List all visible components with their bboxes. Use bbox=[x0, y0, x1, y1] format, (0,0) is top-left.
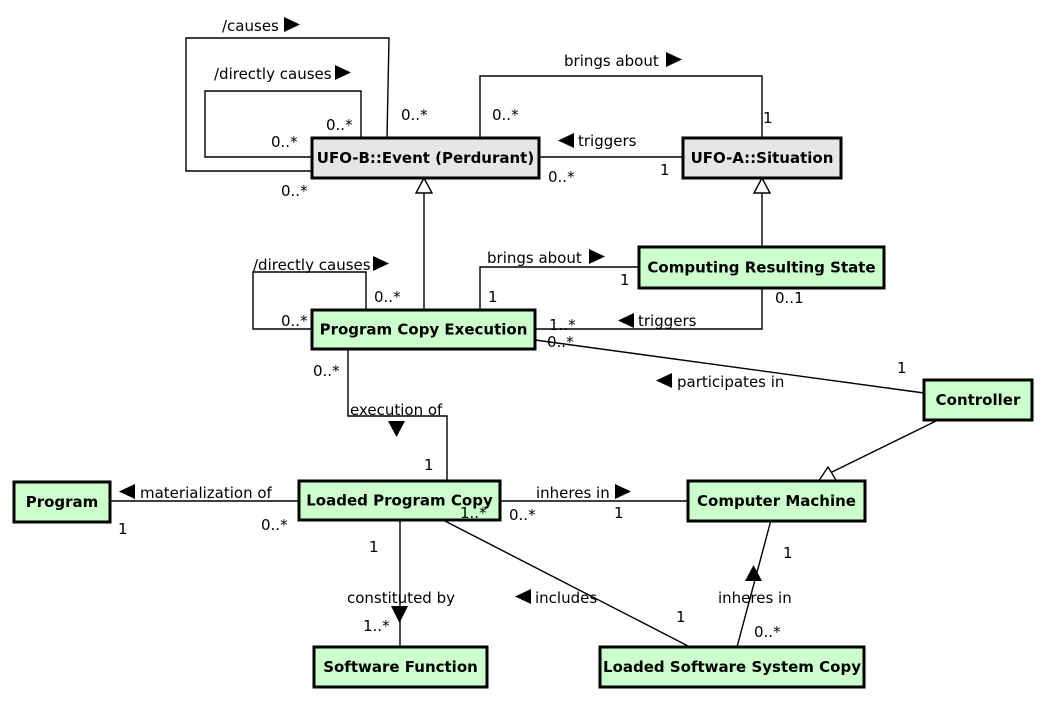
assoc-inheres-in-lpc-name: inheres in bbox=[536, 484, 610, 502]
assoc-causes-name: /causes bbox=[222, 17, 279, 35]
assoc-directly-causes-pce-mult-a: 0..* bbox=[374, 288, 401, 306]
assoc-participates-in-mult-b: 1 bbox=[897, 359, 907, 377]
triggers-pce-assoc-line bbox=[535, 288, 763, 330]
class-program-copy-execution[interactable]: Program Copy Execution bbox=[310, 308, 537, 351]
assoc-includes-name: includes bbox=[535, 589, 597, 607]
assoc-materialization-of-mult-b: 0..* bbox=[261, 516, 288, 534]
assoc-brings-about-event-name: brings about bbox=[564, 52, 659, 70]
generalization-arrowhead-situation bbox=[752, 176, 772, 194]
class-sf-label: Software Function bbox=[323, 658, 478, 676]
assoc-directly-causes-event-name: /directly causes bbox=[214, 65, 332, 83]
assoc-participates-in-mult-a: 0..* bbox=[547, 333, 574, 351]
direction-arrow-left-icon bbox=[119, 484, 135, 499]
brings-about-event-assoc-line bbox=[479, 75, 763, 138]
class-lssc-label: Loaded Software System Copy bbox=[603, 658, 861, 676]
assoc-inheres-in-lssc-mult-b: 0..* bbox=[754, 623, 781, 641]
assoc-triggers-event-name: triggers bbox=[578, 132, 637, 150]
assoc-directly-causes-pce-mult-b: 0..* bbox=[281, 312, 308, 330]
assoc-directly-causes-pce-name: /directly causes bbox=[253, 256, 371, 274]
assoc-inheres-in-lssc-mult-a: 1 bbox=[783, 544, 793, 562]
direction-arrow-up-icon bbox=[745, 565, 762, 581]
direction-arrow-right-icon bbox=[615, 484, 631, 499]
assoc-execution-of-mult-a: 0..* bbox=[313, 362, 340, 380]
assoc-triggers-event-mult-b: 1 bbox=[660, 161, 670, 179]
class-event-label: UFO-B::Event (Perdurant) bbox=[317, 149, 534, 167]
assoc-triggers-event-mult-a: 0..* bbox=[548, 168, 575, 186]
direction-arrow-down-icon bbox=[388, 421, 405, 437]
class-cm-label: Computer Machine bbox=[697, 492, 856, 510]
class-program[interactable]: Program bbox=[12, 480, 112, 524]
class-crs-label: Computing Resulting State bbox=[647, 259, 875, 277]
participates-in-assoc-line bbox=[534, 339, 925, 394]
direction-arrow-right-icon bbox=[335, 65, 351, 80]
class-loaded-software-system-copy[interactable]: Loaded Software System Copy bbox=[598, 645, 866, 689]
assoc-triggers-pce-mult-a: 1..* bbox=[549, 316, 576, 334]
directly-causes-event-assoc-line bbox=[204, 90, 362, 158]
execution-of-assoc-line bbox=[347, 349, 448, 481]
assoc-causes-mult-b: 0..* bbox=[281, 182, 308, 200]
generalization-arrowhead-event bbox=[414, 176, 434, 194]
direction-arrow-right-icon bbox=[373, 256, 389, 271]
causes-assoc-line bbox=[185, 37, 390, 172]
class-situation-label: UFO-A::Situation bbox=[691, 149, 834, 167]
class-controller-label: Controller bbox=[936, 391, 1021, 409]
assoc-execution-of-mult-b: 1 bbox=[424, 456, 434, 474]
assoc-inheres-in-lssc-name: inheres in bbox=[718, 589, 792, 607]
class-lpc-label: Loaded Program Copy bbox=[306, 492, 493, 510]
assoc-brings-about-event-mult-b: 1 bbox=[763, 109, 773, 127]
assoc-participates-in-name: participates in bbox=[677, 373, 784, 391]
assoc-execution-of-name: execution of bbox=[350, 401, 443, 419]
assoc-brings-about-pce-mult-a: 1 bbox=[488, 288, 498, 306]
class-computing-resulting-state[interactable]: Computing Resulting State bbox=[637, 245, 886, 290]
assoc-materialization-of-mult-a: 1 bbox=[118, 520, 128, 538]
assoc-includes-mult-b: 1 bbox=[676, 608, 686, 626]
assoc-constituted-by-name: constituted by bbox=[347, 589, 455, 607]
assoc-directly-causes-event-mult-b: 0..* bbox=[271, 133, 298, 151]
assoc-includes-mult-a: 1..* bbox=[460, 504, 487, 522]
assoc-brings-about-event-mult-a: 0..* bbox=[492, 106, 519, 124]
assoc-triggers-pce-mult-b: 0..1 bbox=[775, 289, 804, 307]
assoc-triggers-pce-name: triggers bbox=[638, 312, 697, 330]
class-loaded-program-copy[interactable]: Loaded Program Copy bbox=[297, 479, 502, 522]
direction-arrow-right-icon bbox=[284, 17, 300, 32]
class-program-label: Program bbox=[26, 493, 99, 511]
assoc-materialization-of-name: materialization of bbox=[140, 484, 273, 502]
assoc-constituted-by-mult-b: 1..* bbox=[363, 617, 390, 635]
class-controller[interactable]: Controller bbox=[922, 378, 1034, 422]
direction-arrow-right-icon bbox=[589, 249, 605, 264]
assoc-inheres-in-lpc-mult-b: 1 bbox=[614, 504, 624, 522]
class-software-function[interactable]: Software Function bbox=[312, 645, 489, 689]
class-event[interactable]: UFO-B::Event (Perdurant) bbox=[310, 136, 541, 180]
assoc-constituted-by-mult-a: 1 bbox=[369, 538, 379, 556]
inheres-in-lssc-cm-assoc-line bbox=[736, 519, 772, 648]
direction-arrow-left-icon bbox=[515, 589, 531, 604]
assoc-brings-about-pce-name: brings about bbox=[487, 249, 582, 267]
direction-arrow-down-icon bbox=[391, 606, 408, 623]
direction-arrow-left-icon bbox=[618, 313, 634, 328]
class-computer-machine[interactable]: Computer Machine bbox=[686, 479, 867, 523]
assoc-causes-mult-a: 0..* bbox=[401, 106, 428, 124]
class-situation[interactable]: UFO-A::Situation bbox=[681, 136, 843, 180]
directly-causes-pce-assoc-line bbox=[252, 271, 367, 330]
direction-arrow-left-icon bbox=[558, 133, 574, 148]
assoc-directly-causes-event-mult-a: 0..* bbox=[326, 116, 353, 134]
direction-arrow-right-icon bbox=[666, 52, 682, 67]
direction-arrow-left-icon bbox=[656, 373, 672, 388]
generalization-controller-cm-line bbox=[829, 420, 937, 474]
class-pce-label: Program Copy Execution bbox=[320, 321, 528, 339]
assoc-brings-about-pce-mult-b: 1 bbox=[620, 271, 630, 289]
assoc-inheres-in-lpc-mult-a: 0..* bbox=[509, 506, 536, 524]
brings-about-pce-assoc-line bbox=[479, 266, 639, 310]
includes-assoc-line bbox=[442, 519, 691, 648]
